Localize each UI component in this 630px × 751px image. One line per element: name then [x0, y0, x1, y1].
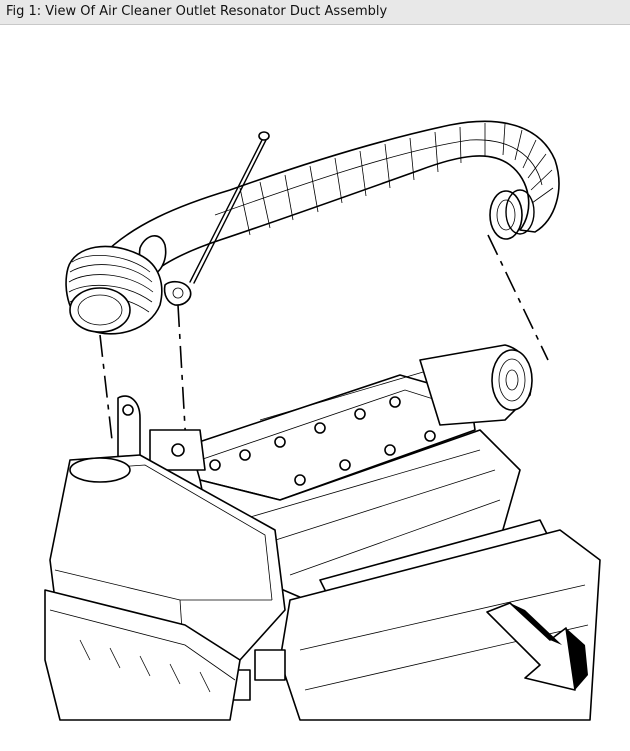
figure-caption-bar: Fig 1: View Of Air Cleaner Outlet Resona… — [0, 0, 630, 25]
resonator-duct — [65, 120, 560, 335]
front-direction-arrow-icon — [486, 602, 588, 691]
exploded-view-figure — [0, 26, 630, 751]
figure-caption: Fig 1: View Of Air Cleaner Outlet Resona… — [6, 4, 388, 19]
duct-assembly-drawing — [44, 120, 601, 721]
alignment-lines — [99, 234, 549, 446]
air-cleaner-housing — [44, 454, 286, 721]
mounting-bolt — [189, 131, 270, 284]
